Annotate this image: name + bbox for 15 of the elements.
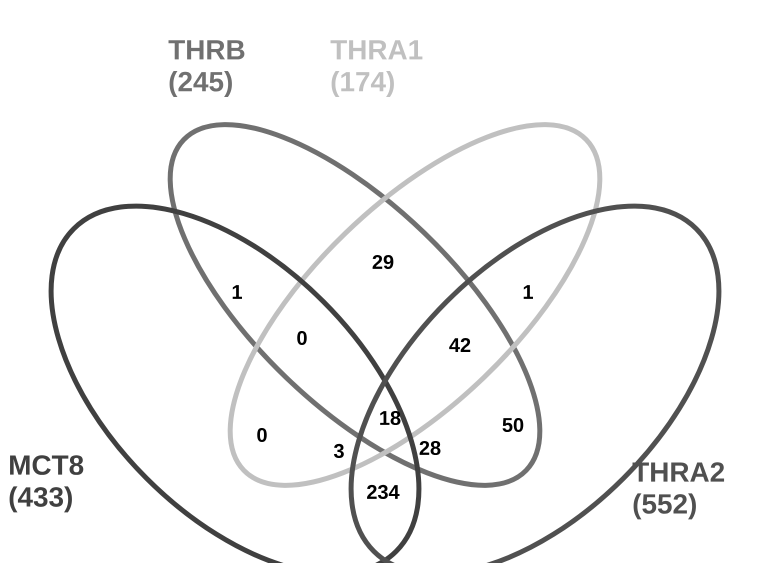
region-count: 18 [380, 410, 400, 426]
region-count: 234 [367, 484, 400, 500]
region-count: 29 [372, 254, 394, 270]
region-count: 50 [502, 418, 524, 432]
region-count: 1 [524, 285, 533, 299]
set-label: MCT8 (433) [10, 455, 84, 512]
region-count: 3 [334, 444, 344, 458]
set-label: THRB (245) [168, 40, 244, 98]
region-count: 42 [449, 338, 470, 352]
set-label: THRA1 (174) [330, 40, 422, 98]
region-count: 0 [297, 330, 307, 346]
region-count: 0 [257, 428, 267, 442]
set-label: THRA2 (552) [632, 462, 724, 520]
region-count: 1 [232, 285, 242, 299]
region-count: 28 [420, 440, 440, 456]
